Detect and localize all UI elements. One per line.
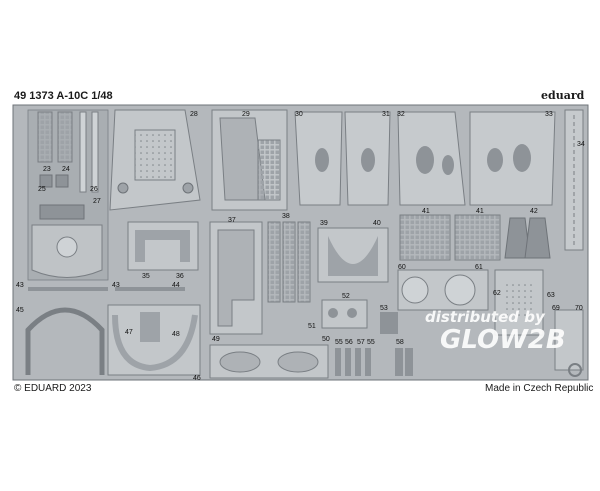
part-number-61: 61 xyxy=(475,264,483,271)
part-41 xyxy=(399,214,501,261)
part-group-left-panel xyxy=(27,109,109,281)
part-number-35: 35 xyxy=(142,273,150,280)
part-number-50: 50 xyxy=(322,336,330,343)
part-number-37: 37 xyxy=(228,217,236,224)
part-number-32: 32 xyxy=(397,111,405,118)
part-30-31 xyxy=(294,111,391,206)
part-number-55: 55 xyxy=(367,339,375,346)
part-number-70: 70 xyxy=(575,305,583,312)
part-number-labels: 23 24 25 26 27 28 29 30 31 32 33 34 35 36 37 38 39 40 41 41… xyxy=(16,111,585,382)
part-number-28: 28 xyxy=(190,111,198,118)
part-number-44: 44 xyxy=(172,282,180,289)
part-number-63: 63 xyxy=(547,292,555,299)
part-51-58 xyxy=(321,299,413,376)
part-49-50 xyxy=(209,344,329,379)
part-number-57: 57 xyxy=(357,339,365,346)
part-number-26: 26 xyxy=(90,186,98,193)
part-number-42: 42 xyxy=(530,208,538,215)
part-number-62: 62 xyxy=(493,290,501,297)
part-number-55: 55 xyxy=(335,339,343,346)
part-number-49: 49 xyxy=(212,336,220,343)
part-38 xyxy=(267,221,311,303)
part-number-43: 43 xyxy=(16,282,24,289)
part-number-43: 43 xyxy=(112,282,120,289)
part-34 xyxy=(564,109,584,251)
part-number-39: 39 xyxy=(320,220,328,227)
part-number-46: 46 xyxy=(193,375,201,382)
part-32-33 xyxy=(397,111,556,206)
part-39-40 xyxy=(317,227,389,283)
watermark-line1: distributed by xyxy=(425,308,545,326)
part-69-70 xyxy=(554,309,584,377)
part-number-31: 31 xyxy=(382,111,390,118)
part-number-58: 58 xyxy=(396,339,404,346)
part-42 xyxy=(504,217,551,259)
part-number-45: 45 xyxy=(16,307,24,314)
part-28 xyxy=(109,109,201,211)
part-number-25: 25 xyxy=(38,186,46,193)
part-number-34: 34 xyxy=(577,141,585,148)
watermark-line2: GLOW2B xyxy=(440,325,566,355)
part-number-52: 52 xyxy=(342,293,350,300)
part-number-24: 24 xyxy=(62,166,70,173)
part-43-44 xyxy=(28,287,185,291)
part-number-30: 30 xyxy=(295,111,303,118)
part-number-36: 36 xyxy=(176,273,184,280)
part-number-56: 56 xyxy=(345,339,353,346)
part-45 xyxy=(25,307,105,375)
origin-text: Made in Czech Republic xyxy=(485,383,594,394)
part-number-38: 38 xyxy=(282,213,290,220)
part-number-69: 69 xyxy=(552,305,560,312)
part-number-51: 51 xyxy=(308,323,316,330)
part-number-33: 33 xyxy=(545,111,553,118)
brand-logo: eduard xyxy=(541,89,585,102)
part-62-63 xyxy=(494,269,544,336)
header-title: 49 1373 A-10C 1/48 xyxy=(14,90,113,102)
part-number-29: 29 xyxy=(242,111,250,118)
copyright-text: © EDUARD 2023 xyxy=(14,383,92,394)
part-37 xyxy=(209,221,263,335)
part-number-48: 48 xyxy=(172,331,180,338)
part-46-48 xyxy=(107,304,201,376)
part-number-47: 47 xyxy=(125,329,133,336)
part-60-61 xyxy=(397,269,489,311)
part-number-53: 53 xyxy=(380,305,388,312)
part-number-60: 60 xyxy=(398,264,406,271)
part-29 xyxy=(211,109,288,211)
part-35-36 xyxy=(127,221,199,271)
part-number-41: 41 xyxy=(476,208,484,215)
part-number-27: 27 xyxy=(93,198,101,205)
part-number-40: 40 xyxy=(373,220,381,227)
part-number-41: 41 xyxy=(422,208,430,215)
part-number-23: 23 xyxy=(43,166,51,173)
